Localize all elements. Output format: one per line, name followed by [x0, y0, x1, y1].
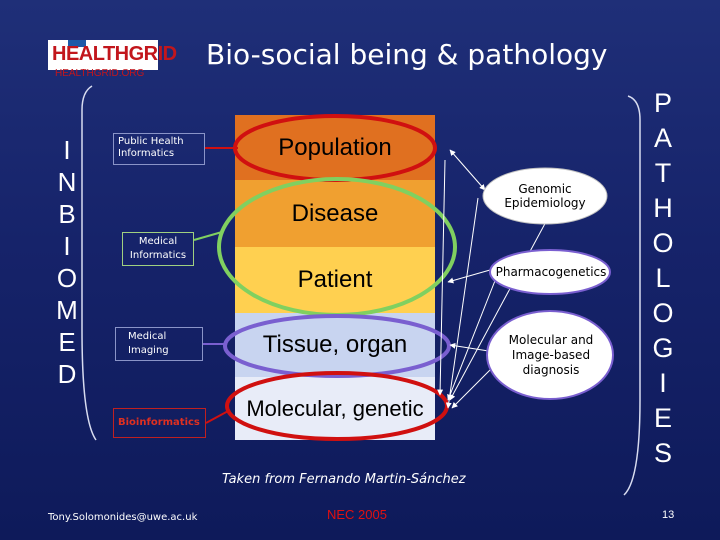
medical-imaging-label: Medical Imaging [115, 327, 203, 361]
level-patient: Patient [297, 266, 373, 293]
arrow [447, 267, 501, 401]
logo-text: HEALTHGRID [52, 43, 177, 65]
left-letter: B [58, 199, 76, 229]
genomic-ellipse [482, 167, 608, 225]
tissue-ellipse [223, 314, 451, 378]
population-ellipse [233, 114, 437, 182]
left-vertical-word: I N B I O M E D [52, 134, 82, 390]
genomic-epidemiology-label: Genomic Epidemiology [504, 182, 586, 210]
logo-url: HEALTHGRID.ORG [55, 68, 145, 79]
left-letter: I [63, 231, 71, 261]
author-email: Tony.Solomonides@uwe.ac.uk [48, 512, 198, 523]
arrow [447, 269, 491, 284]
left-letter: N [57, 167, 77, 197]
level-disease: Disease [291, 199, 379, 227]
credit-note: Taken from Fernando Martin-Sánchez [222, 472, 466, 487]
right-letter: L [655, 263, 671, 293]
right-letter: S [653, 438, 672, 468]
right-letter: O [652, 298, 674, 328]
connector-medical-informatics [193, 231, 223, 241]
left-letter: I [63, 135, 71, 165]
logo-accent [68, 40, 86, 47]
pharmaco-ellipse [489, 249, 611, 295]
right-letter: H [653, 193, 673, 223]
level-molecular: Molecular, genetic [246, 395, 424, 421]
left-letter: M [56, 295, 78, 325]
right-letter: O [652, 228, 674, 258]
arrow [449, 149, 486, 191]
right-vertical-word: P A T H O L O G I E S [648, 86, 678, 471]
level-tissue: Tissue, organ [262, 331, 408, 358]
arrow [449, 217, 549, 401]
arrow [437, 159, 446, 396]
arrow [445, 197, 479, 409]
right-letter: P [653, 88, 672, 118]
right-letter: I [659, 368, 667, 398]
molecular-diagnosis-ellipse [486, 310, 614, 400]
left-bracket [81, 85, 97, 441]
arrow [451, 364, 496, 409]
healthgrid-logo: HEALTHGRID [48, 40, 177, 70]
right-letter: A [653, 123, 672, 153]
right-bracket [623, 95, 641, 496]
pharmacogenetics-label: Pharmacogenetics [495, 265, 607, 279]
level-population: Population [278, 133, 392, 161]
medical-informatics-label: Medical Informatics [122, 232, 194, 266]
arrows [437, 149, 549, 409]
left-letter: E [58, 327, 76, 357]
right-letter: E [653, 403, 672, 433]
clinical-ellipse [217, 177, 457, 317]
connector-bioinformatics [205, 409, 231, 424]
molecular-ellipse [225, 371, 449, 441]
public-health-informatics-label: Public Health Informatics [113, 133, 205, 165]
left-letter: O [56, 263, 78, 293]
slide-title: Bio-social being & pathology [206, 38, 608, 71]
page-number: 13 [662, 509, 675, 521]
molecular-diagnosis-label: Molecular and Image-based diagnosis [508, 332, 594, 377]
right-letter: G [652, 333, 674, 363]
event-label: NEC 2005 [327, 507, 387, 522]
bioinformatics-label: Bioinformatics [113, 408, 206, 438]
right-letter: T [654, 158, 672, 188]
left-letter: D [57, 359, 77, 389]
band-molecular: Molecular, genetic [235, 377, 435, 440]
